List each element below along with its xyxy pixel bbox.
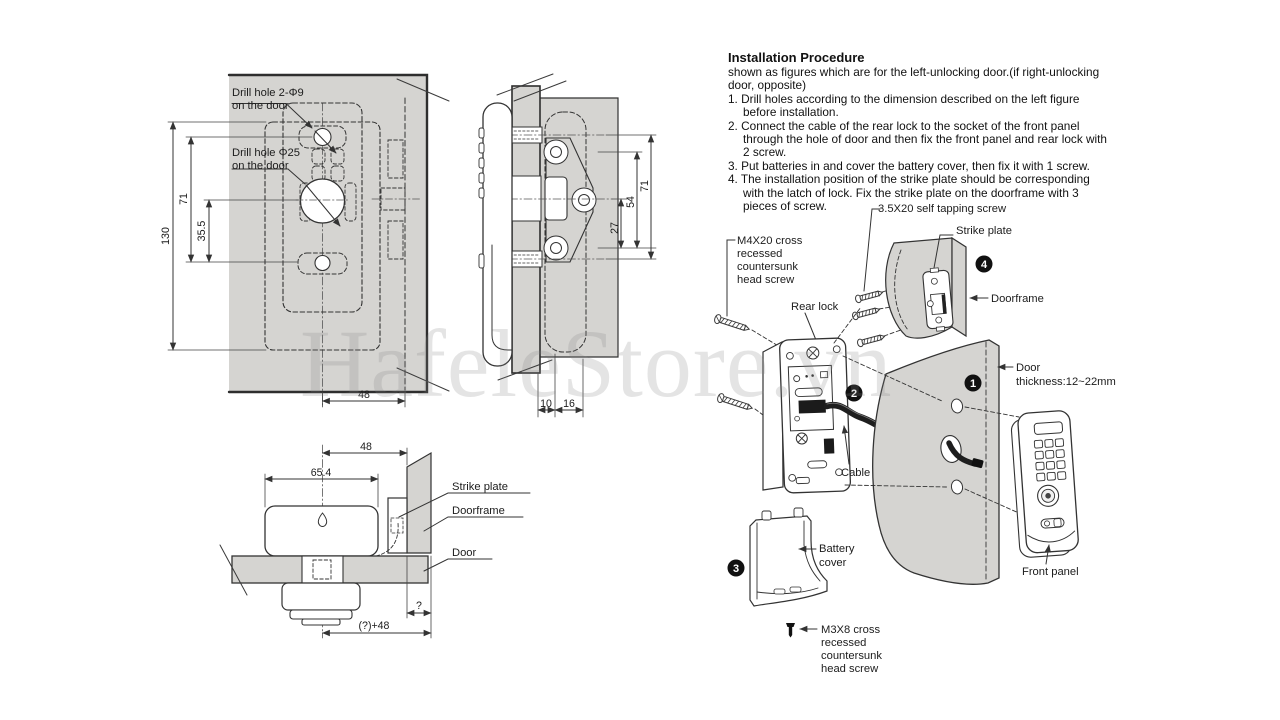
m3-screw-icon	[786, 623, 795, 638]
m4-screw-label-3: countersunk	[737, 261, 798, 273]
procedure-step-2: 2. Connect the cable of the rear lock to…	[728, 118, 1107, 160]
front-panel-profile	[482, 102, 513, 367]
latch-bolt	[544, 176, 568, 221]
procedure-intro: shown as figures which are for the left-…	[728, 65, 1100, 93]
front-panel-exploded	[1010, 410, 1079, 558]
dim-16: 16	[563, 398, 575, 410]
step-badge-1: 1	[964, 374, 982, 392]
plan-view-drawing: 48 65.4 Strike plate Doorframe Door	[219, 441, 531, 639]
m3-screw-label-4: head screw	[821, 663, 879, 675]
dim-71-side: 71	[639, 180, 651, 192]
strike-plate-plan	[387, 497, 408, 554]
m4-screw-label-1: M4X20 cross	[737, 235, 803, 247]
m3-screw-label-1: M3X8 cross	[821, 624, 880, 636]
step-badge-3: 3	[727, 559, 745, 577]
procedure-step-4: 4. The installation position of the stri…	[728, 172, 1090, 214]
front-panel-hidden-outline	[282, 102, 363, 313]
drill-hole-main	[299, 178, 346, 224]
rear-lock-hidden	[544, 111, 587, 353]
doorframe-piece	[885, 236, 967, 339]
drill-hole-small-label-line1: Drill hole 2-Φ9	[232, 87, 304, 99]
svg-text:1: 1	[970, 378, 976, 390]
svg-text:3: 3	[733, 563, 739, 575]
battery-cover	[749, 507, 828, 607]
svg-text:2: 2	[851, 388, 857, 400]
dim-130: 130	[160, 227, 172, 245]
rear-lock-label: Rear lock	[791, 301, 839, 313]
door-label-plan: Door	[452, 547, 477, 559]
m4-screw-icon	[713, 313, 752, 335]
procedure-title: Installation Procedure	[728, 50, 865, 65]
procedure-step-1: 1. Drill holes according to the dimensio…	[728, 91, 1080, 120]
m4-screw-label-4: head screw	[737, 274, 795, 286]
dim-27: 27	[609, 222, 621, 234]
dim-gap: ?	[416, 600, 422, 612]
dim-54: 54	[625, 196, 637, 208]
step-badge-2: 2	[845, 384, 863, 402]
dim-35-5: 35.5	[196, 221, 208, 242]
front-panel-plan	[281, 582, 361, 611]
strike-plate-exploded	[922, 267, 954, 332]
lock-bracket	[545, 137, 594, 263]
drill-hole-big-label-line1: Drill hole Φ25	[232, 147, 300, 159]
battery-cover-label-1: Battery	[819, 543, 855, 555]
tapping-screw-icon	[851, 305, 882, 321]
procedure-text-block: Installation Procedure shown as figures …	[728, 50, 1112, 213]
m4-screw-label-2: recessed	[737, 248, 782, 260]
svg-text:4: 4	[981, 259, 988, 271]
dim-48-plan: 48	[360, 441, 372, 453]
door-exploded	[872, 339, 1000, 585]
side-view-drawing: 27 54 71 10 16	[478, 73, 657, 418]
dim-q-plus-48: (?)+48	[359, 620, 390, 632]
drill-hole-top	[313, 127, 332, 147]
doorframe-label-plan: Doorframe	[452, 505, 505, 517]
doorframe-label-exploded: Doorframe	[991, 293, 1044, 305]
m4-screw-icon	[716, 392, 755, 414]
front-panel-label: Front panel	[1022, 566, 1079, 578]
strike-plate-label-exploded: Strike plate	[956, 225, 1012, 237]
strike-plate-label-plan: Strike plate	[452, 481, 508, 493]
door-thickness-label-2: thickness:12~22mm	[1016, 376, 1116, 388]
drill-hole-small-label-line2: on the door	[232, 100, 289, 112]
dim-71: 71	[178, 193, 190, 205]
keypad-buttons	[1033, 438, 1067, 482]
tapping-screw-icon	[856, 332, 887, 348]
cable-connector	[798, 399, 826, 414]
drill-hole-big-label-line2: on the door	[232, 160, 289, 172]
keypad-display	[1033, 421, 1064, 435]
tapping-screw-icon	[854, 288, 885, 304]
dim-48-front: 48	[358, 389, 370, 401]
drill-hole-bottom	[314, 254, 331, 272]
m3-screw-label-3: countersunk	[821, 650, 882, 662]
rear-lock-body	[762, 337, 852, 494]
front-view-drawing: Drill hole 2-Φ9 on the door Drill hole Φ…	[160, 73, 450, 408]
m3-screw-label-2: recessed	[821, 637, 866, 649]
self-tapping-screw-label: 3.5X20 self tapping screw	[878, 203, 1007, 215]
procedure-step-3: 3. Put batteries in and cover the batter…	[728, 158, 1090, 173]
dim-65-4: 65.4	[311, 467, 332, 479]
door-thickness-label-1: Door	[1016, 362, 1041, 374]
dim-10: 10	[540, 398, 552, 410]
cable-label: Cable	[841, 467, 870, 479]
rear-lock-hidden-outline	[264, 121, 381, 351]
exploded-view: M4X20 cross recessed countersunk head sc…	[713, 203, 1116, 675]
step-badge-4: 4	[975, 255, 993, 273]
battery-cover-label-2: cover	[819, 557, 847, 569]
